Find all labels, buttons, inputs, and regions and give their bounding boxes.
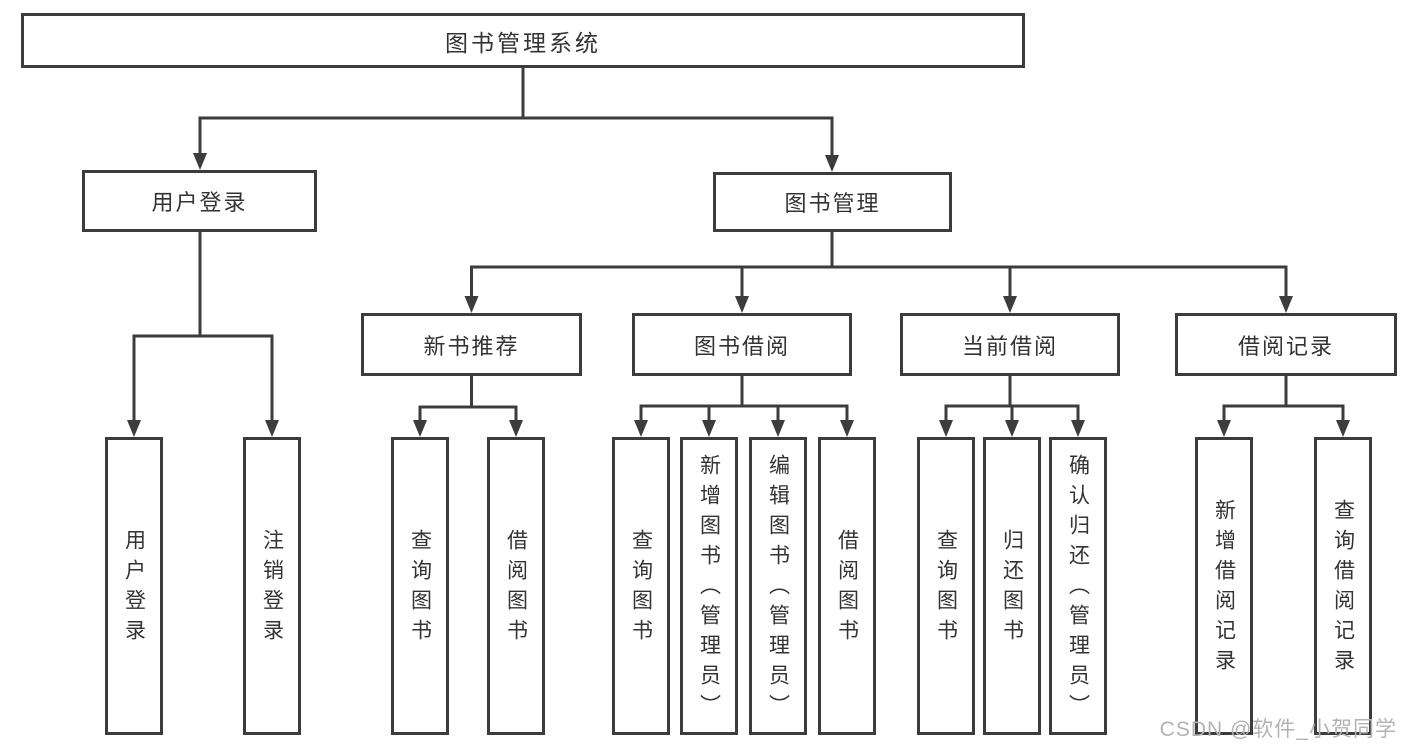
- leaf-current-query-books: 查询图书: [917, 437, 975, 735]
- connector-lines: [132, 68, 1345, 421]
- node-library-management-system: 图书管理系统: [21, 13, 1025, 68]
- node-current-borrowing: 当前借阅: [900, 313, 1120, 376]
- node-book-management: 图书管理: [713, 172, 952, 232]
- node-book-borrowing: 图书借阅: [632, 313, 852, 376]
- node-user-login: 用户登录: [82, 170, 317, 232]
- leaf-recommend-query-books: 查询图书: [391, 437, 449, 735]
- leaf-add-borrow-record: 新增借阅记录: [1195, 437, 1253, 735]
- leaf-recommend-borrow-books: 借阅图书: [487, 437, 545, 735]
- leaf-add-books-admin: 新增图书（管理员）: [680, 437, 738, 735]
- leaf-confirm-return-admin: 确认归还（管理员）: [1049, 437, 1107, 735]
- node-new-book-recommendation: 新书推荐: [361, 313, 582, 376]
- leaf-query-borrow-record: 查询借阅记录: [1314, 437, 1372, 735]
- leaf-borrowing-query-books: 查询图书: [612, 437, 670, 735]
- leaf-user-login: 用户登录: [105, 437, 163, 735]
- leaf-edit-books-admin: 编辑图书（管理员）: [749, 437, 807, 735]
- leaf-return-books: 归还图书: [983, 437, 1041, 735]
- leaf-logout: 注销登录: [243, 437, 301, 735]
- csdn-watermark: CSDN @软件_小贺同学: [1159, 718, 1397, 741]
- leaf-borrowing-borrow-books: 借阅图书: [818, 437, 876, 735]
- node-borrowing-records: 借阅记录: [1175, 313, 1397, 376]
